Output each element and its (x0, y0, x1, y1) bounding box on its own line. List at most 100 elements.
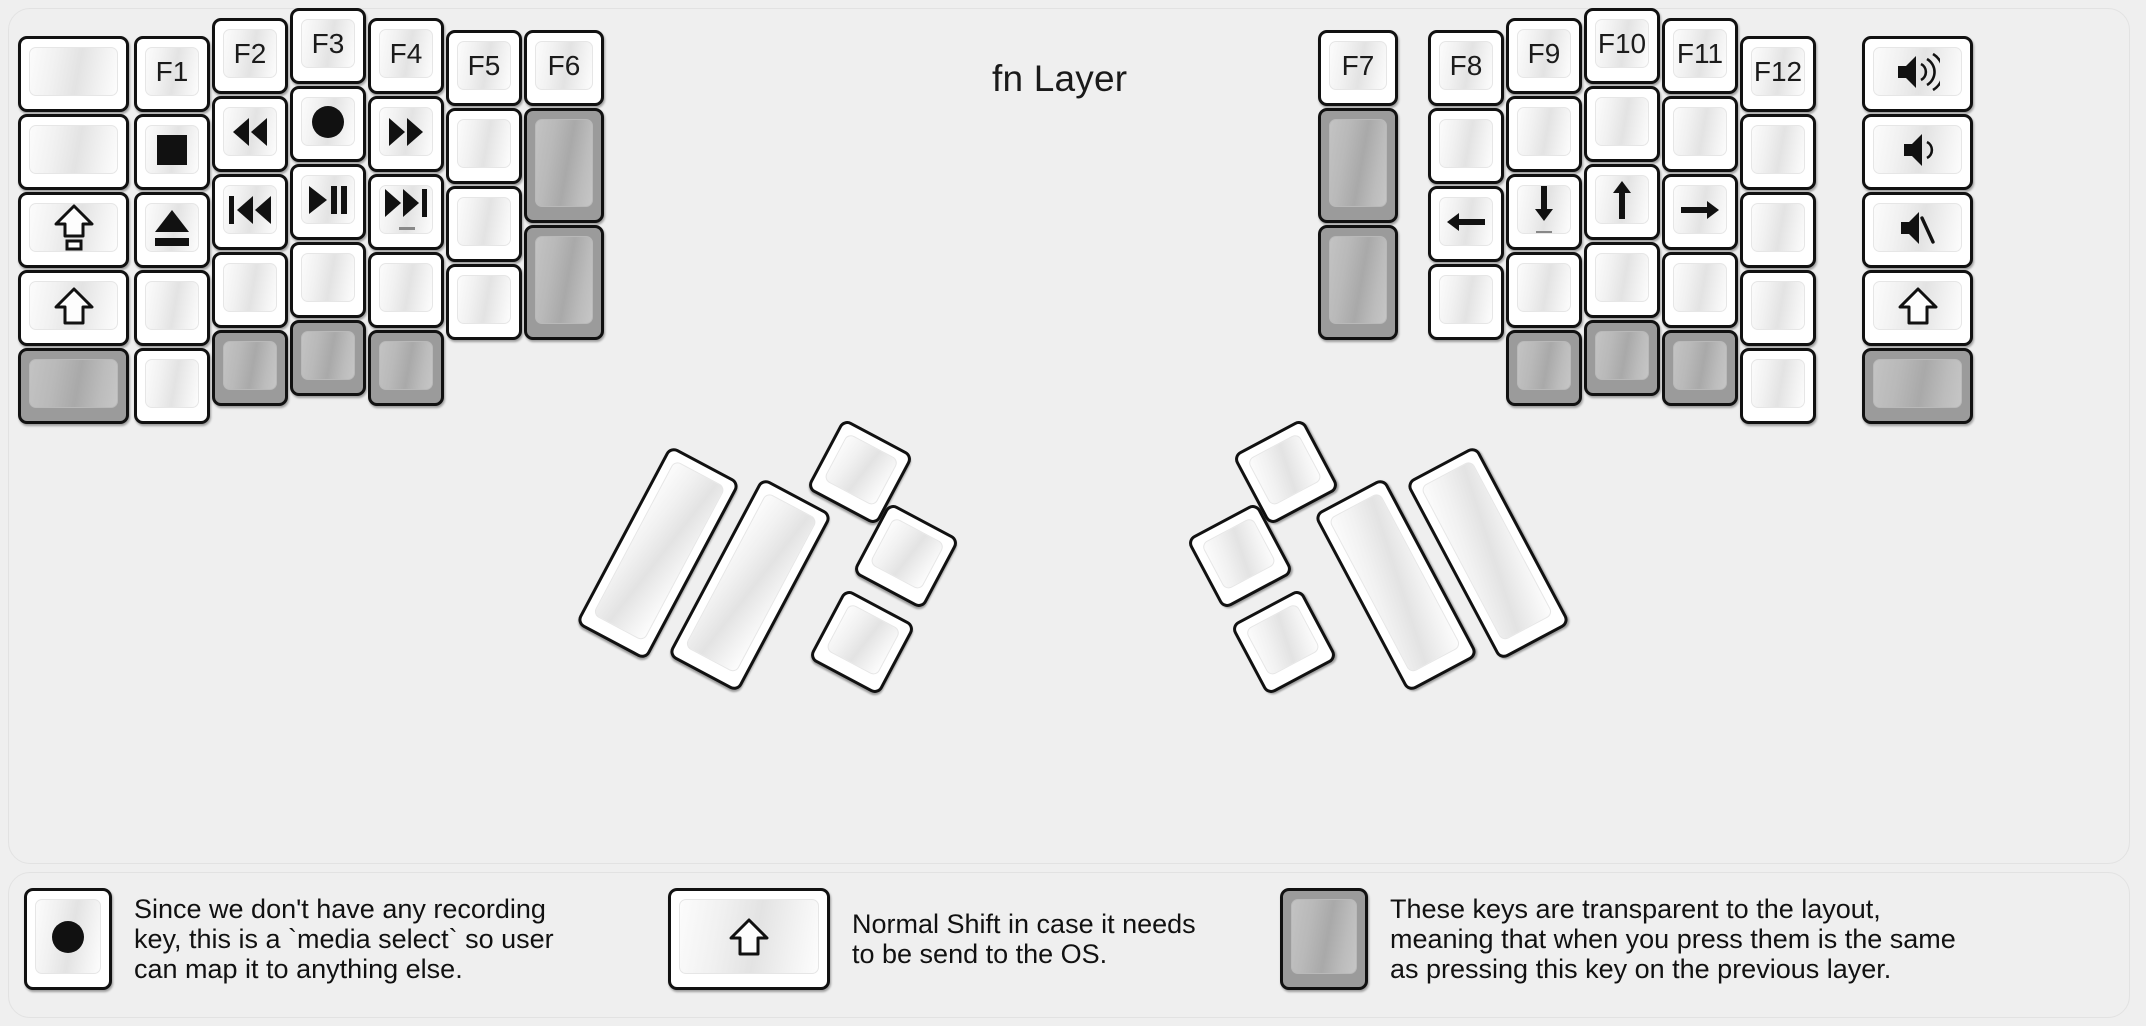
key-blank-21[interactable] (1740, 270, 1816, 346)
keycap-face (1439, 197, 1493, 246)
key-arrow-right[interactable] (1662, 174, 1738, 250)
keycap-face (145, 359, 199, 408)
keycap-face (145, 125, 199, 174)
key-transparent-6[interactable] (524, 225, 604, 340)
keycap-face (301, 331, 355, 380)
key-media-fast-forward[interactable] (368, 96, 444, 172)
keycap-face: F9 (1517, 29, 1571, 78)
key-blank-14[interactable] (1506, 252, 1582, 328)
keycap-face (29, 359, 118, 408)
key-blank-16[interactable] (1584, 242, 1660, 318)
legend-frame (8, 872, 2130, 1018)
keycap-face (1329, 119, 1387, 207)
keycap-face (679, 899, 819, 974)
key-blank-15[interactable] (1584, 86, 1660, 162)
key-f2[interactable]: F2 (212, 18, 288, 94)
key-volume-mute[interactable] (1862, 192, 1973, 268)
key-blank-9[interactable] (446, 186, 522, 262)
media-prev-track-icon (227, 194, 273, 226)
key-blank-17[interactable] (1662, 96, 1738, 172)
key-transparent-4[interactable] (368, 330, 444, 406)
key-transparent-1[interactable] (18, 348, 129, 424)
key-blank-6[interactable] (290, 242, 366, 318)
caps-lock-icon (52, 204, 96, 251)
media-play-pause-icon (307, 184, 349, 216)
keycap-face (223, 185, 277, 234)
key-blank-19[interactable] (1740, 114, 1816, 190)
key-blank-20[interactable] (1740, 192, 1816, 268)
key-blank-4[interactable] (134, 348, 210, 424)
key-media-rewind[interactable] (212, 96, 288, 172)
key-media-play-pause[interactable] (290, 164, 366, 240)
key-media-next-track[interactable] (368, 174, 444, 250)
keycap-face (823, 432, 900, 507)
keycap-face: F1 (145, 47, 199, 96)
key-blank-22[interactable] (1740, 348, 1816, 424)
key-f9[interactable]: F9 (1506, 18, 1582, 94)
keycap-face (223, 341, 277, 390)
key-transparent-3[interactable] (290, 320, 366, 396)
key-shift[interactable] (18, 270, 129, 346)
key-transparent-11[interactable] (1662, 330, 1738, 406)
key-f1[interactable]: F1 (134, 36, 210, 112)
key-arrow-up[interactable] (1584, 164, 1660, 240)
shift-icon (52, 285, 96, 327)
volume-up-icon (1896, 52, 1940, 91)
key-media-prev-track[interactable] (212, 174, 288, 250)
keycap-face: F5 (457, 41, 511, 90)
key-blank-11[interactable] (1428, 108, 1504, 184)
keycap-face (1673, 341, 1727, 390)
key-blank-8[interactable] (446, 108, 522, 184)
key-transparent-8[interactable] (1318, 225, 1398, 340)
keycap-face (1873, 359, 1962, 408)
key-blank-1[interactable] (18, 36, 129, 112)
key-label: F6 (547, 49, 581, 81)
key-media-stop[interactable] (134, 114, 210, 190)
keycap-face (1751, 203, 1805, 252)
key-f5[interactable]: F5 (446, 30, 522, 106)
legend-normal-shift: Normal Shift in case it needs to be send… (668, 888, 1196, 990)
key-transparent-12[interactable] (1862, 348, 1973, 424)
key-blank-5[interactable] (212, 252, 288, 328)
key-volume-up[interactable] (1862, 36, 1973, 112)
keycap-face (1751, 281, 1805, 330)
key-transparent-7[interactable] (1318, 108, 1398, 223)
arrow-down-icon (1528, 186, 1560, 233)
key-f8[interactable]: F8 (1428, 30, 1504, 106)
key-f11[interactable]: F11 (1662, 18, 1738, 94)
key-transparent-10[interactable] (1584, 320, 1660, 396)
media-record-icon (50, 919, 86, 955)
keycap-face (1873, 47, 1962, 96)
key-blank-2[interactable] (18, 114, 129, 190)
key-shift-right[interactable] (1862, 270, 1973, 346)
key-blank-18[interactable] (1662, 252, 1738, 328)
key-volume-down[interactable] (1862, 114, 1973, 190)
key-f6[interactable]: F6 (524, 30, 604, 106)
keycap-face: F3 (301, 19, 355, 68)
key-f7[interactable]: F7 (1318, 30, 1398, 106)
keycap-face (1673, 263, 1727, 312)
key-transparent-9[interactable] (1506, 330, 1582, 406)
keycap-face (457, 275, 511, 324)
key-blank-7[interactable] (368, 252, 444, 328)
key-blank-3[interactable] (134, 270, 210, 346)
key-media-eject[interactable] (134, 192, 210, 268)
key-media-record[interactable] (290, 86, 366, 162)
key-arrow-left[interactable] (1428, 186, 1504, 262)
key-f10[interactable]: F10 (1584, 8, 1660, 84)
key-transparent-5[interactable] (524, 108, 604, 223)
keycap-face (457, 197, 511, 246)
key-f12[interactable]: F12 (1740, 36, 1816, 112)
key-f3[interactable]: F3 (290, 8, 366, 84)
key-caps-lock[interactable] (18, 192, 129, 268)
key-blank-12[interactable] (1428, 264, 1504, 340)
volume-mute-icon (1899, 209, 1937, 247)
key-f4[interactable]: F4 (368, 18, 444, 94)
key-blank-10[interactable] (446, 264, 522, 340)
key-transparent-2[interactable] (212, 330, 288, 406)
keycap-face (1291, 899, 1357, 974)
key-arrow-down[interactable] (1506, 174, 1582, 250)
key-blank-13[interactable] (1506, 96, 1582, 172)
keycap-face (1673, 185, 1727, 234)
